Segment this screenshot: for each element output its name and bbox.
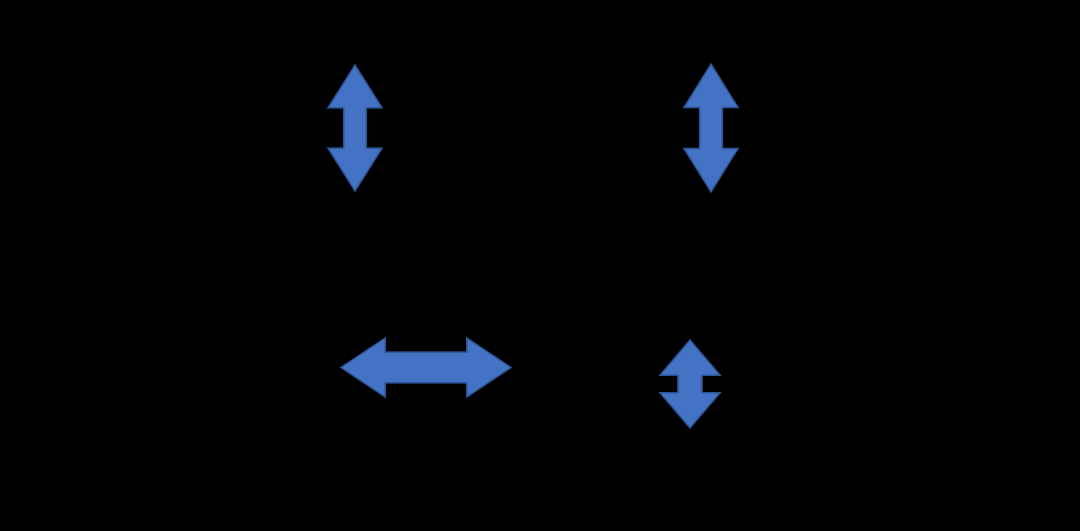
double-headed-arrow-vertical-icon [682, 62, 740, 194]
arrow-vertical-right [682, 62, 740, 194]
double-headed-arrow-vertical-icon [326, 63, 384, 193]
double-headed-arrow-horizontal-icon [339, 336, 513, 399]
arrow-vertical-right-shape [682, 62, 740, 194]
arrow-vertical-left [326, 63, 384, 193]
double-headed-arrow-vertical-icon [658, 338, 722, 430]
arrow-vertical-small-shape [658, 338, 722, 430]
arrow-vertical-small [658, 338, 722, 430]
arrow-vertical-left-shape [326, 63, 384, 193]
arrow-horizontal-center-shape [339, 336, 513, 399]
arrow-horizontal-center [339, 336, 513, 399]
